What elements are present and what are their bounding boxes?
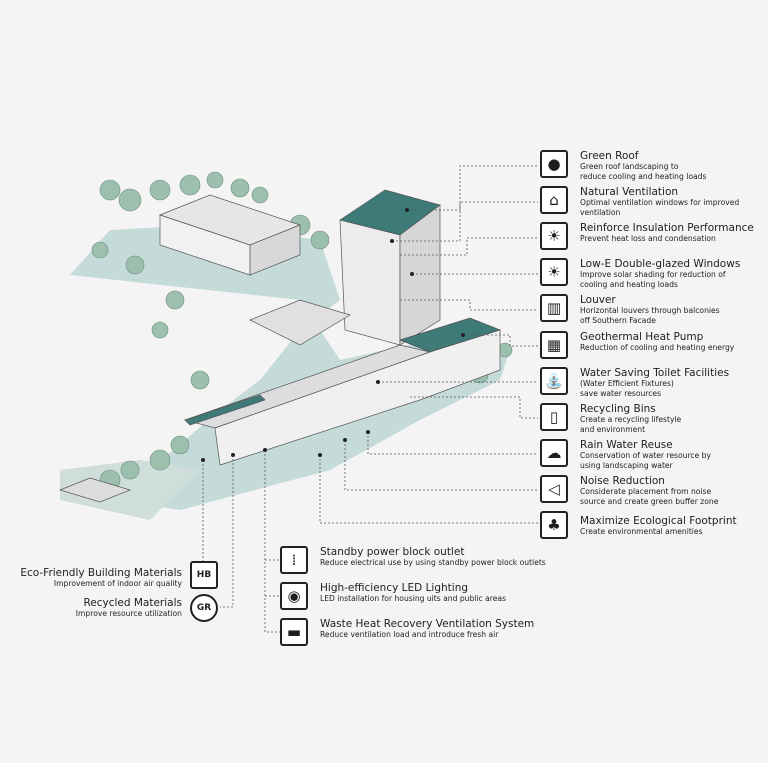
feature-title: High-efficiency LED Lighting [320, 582, 469, 594]
faucet-icon: ⛲ [540, 367, 568, 395]
feature-desc: Reduce ventilation load and introduce fr… [320, 630, 499, 639]
feature-title: Eco-Friendly Building Materials [20, 567, 182, 579]
feature-desc: Improve solar shading for reduction of [580, 270, 726, 279]
feature-desc: Horizontal louvers through balconies [580, 306, 720, 315]
long-block [58, 317, 502, 503]
feature-desc: source and create green buffer zone [580, 497, 719, 506]
feature-desc: reduce cooling and heating loads [580, 172, 707, 181]
house-hb-icon: HB [190, 561, 218, 589]
feature-title: Louver [580, 294, 616, 306]
feature-desc: Optimal ventilation windows for improved [580, 198, 740, 207]
feature-desc: Reduction of cooling and heating energy [580, 343, 735, 352]
feature-desc: save water resources [580, 389, 662, 398]
feature-desc: Green roof landscaping to [580, 162, 679, 171]
feature-desc: (Water Efficient Fixtures) [580, 379, 674, 388]
feature-title: Maximize Ecological Footprint [580, 515, 737, 527]
gr-gear-icon: GR [190, 594, 218, 622]
feature-desc: Improve resource utilization [75, 609, 182, 618]
trees-icon: ♣ [540, 511, 568, 539]
rain-icon: ☁ [540, 439, 568, 467]
leader-dots [201, 208, 465, 462]
power-outlet-icon: ⁞ [280, 546, 308, 574]
led-light-icon: ◉ [280, 582, 308, 610]
recycling-bin-icon: ▯ [540, 403, 568, 431]
feature-desc: using landscaping water [580, 461, 673, 470]
feature-desc: Create a recycling lifestyle [580, 415, 682, 424]
feature-water-saving: ⛲ Water Saving Toilet Facilities(Water Ef… [540, 367, 729, 399]
feature-desc: Improvement of indoor air quality [53, 579, 182, 588]
feature-title: Waste Heat Recovery Ventilation System [320, 618, 535, 630]
leader-lines [202, 165, 538, 633]
feature-desc: Reduce electrical use by using standby p… [320, 558, 546, 567]
feature-desc: Create environmental amenities [580, 527, 703, 536]
feature-desc: Considerate placement from noise [580, 487, 712, 496]
noise-icon: ◁ [540, 475, 568, 503]
feature-title: Standby power block outlet [320, 546, 465, 558]
feature-title: Natural Ventilation [580, 186, 679, 198]
heat-pump-icon: ▦ [540, 331, 568, 359]
louver-icon: ▥ [540, 294, 568, 322]
feature-title: Rain Water Reuse [580, 439, 673, 451]
feature-title: Noise Reduction [580, 475, 665, 487]
feature-desc: and environment [580, 425, 646, 434]
pavilion [249, 299, 351, 346]
feature-desc: Conservation of water resource by [580, 451, 711, 460]
feature-desc: off Southern Facade [580, 316, 656, 325]
villa [158, 194, 302, 276]
feature-title: Low-E Double-glazed Windows [580, 258, 741, 270]
natural-ventilation-icon: ⌂ [540, 186, 568, 214]
tower [339, 189, 441, 346]
feature-title: Water Saving Toilet Facilities [580, 367, 730, 379]
feature-title: Geothermal Heat Pump [580, 331, 704, 343]
low-e-window-icon: ☀ [540, 258, 568, 286]
ventilation-system-icon: ▬ [280, 618, 308, 646]
feature-title: Reinforce Insulation Performance [580, 222, 754, 234]
feature-desc: ventilation [580, 208, 621, 217]
insulation-icon: ☀ [540, 222, 568, 250]
feature-desc: LED installation for housing uits and pu… [320, 594, 506, 603]
feature-desc: cooling and heating loads [580, 280, 678, 289]
green-roof-icon: ● [540, 150, 568, 178]
feature-desc: Prevent heat loss and condensation [580, 234, 716, 243]
feature-title: Recycled Materials [83, 597, 182, 609]
feature-title: Recycling Bins [580, 403, 656, 415]
feature-title: Green Roof [580, 150, 639, 162]
